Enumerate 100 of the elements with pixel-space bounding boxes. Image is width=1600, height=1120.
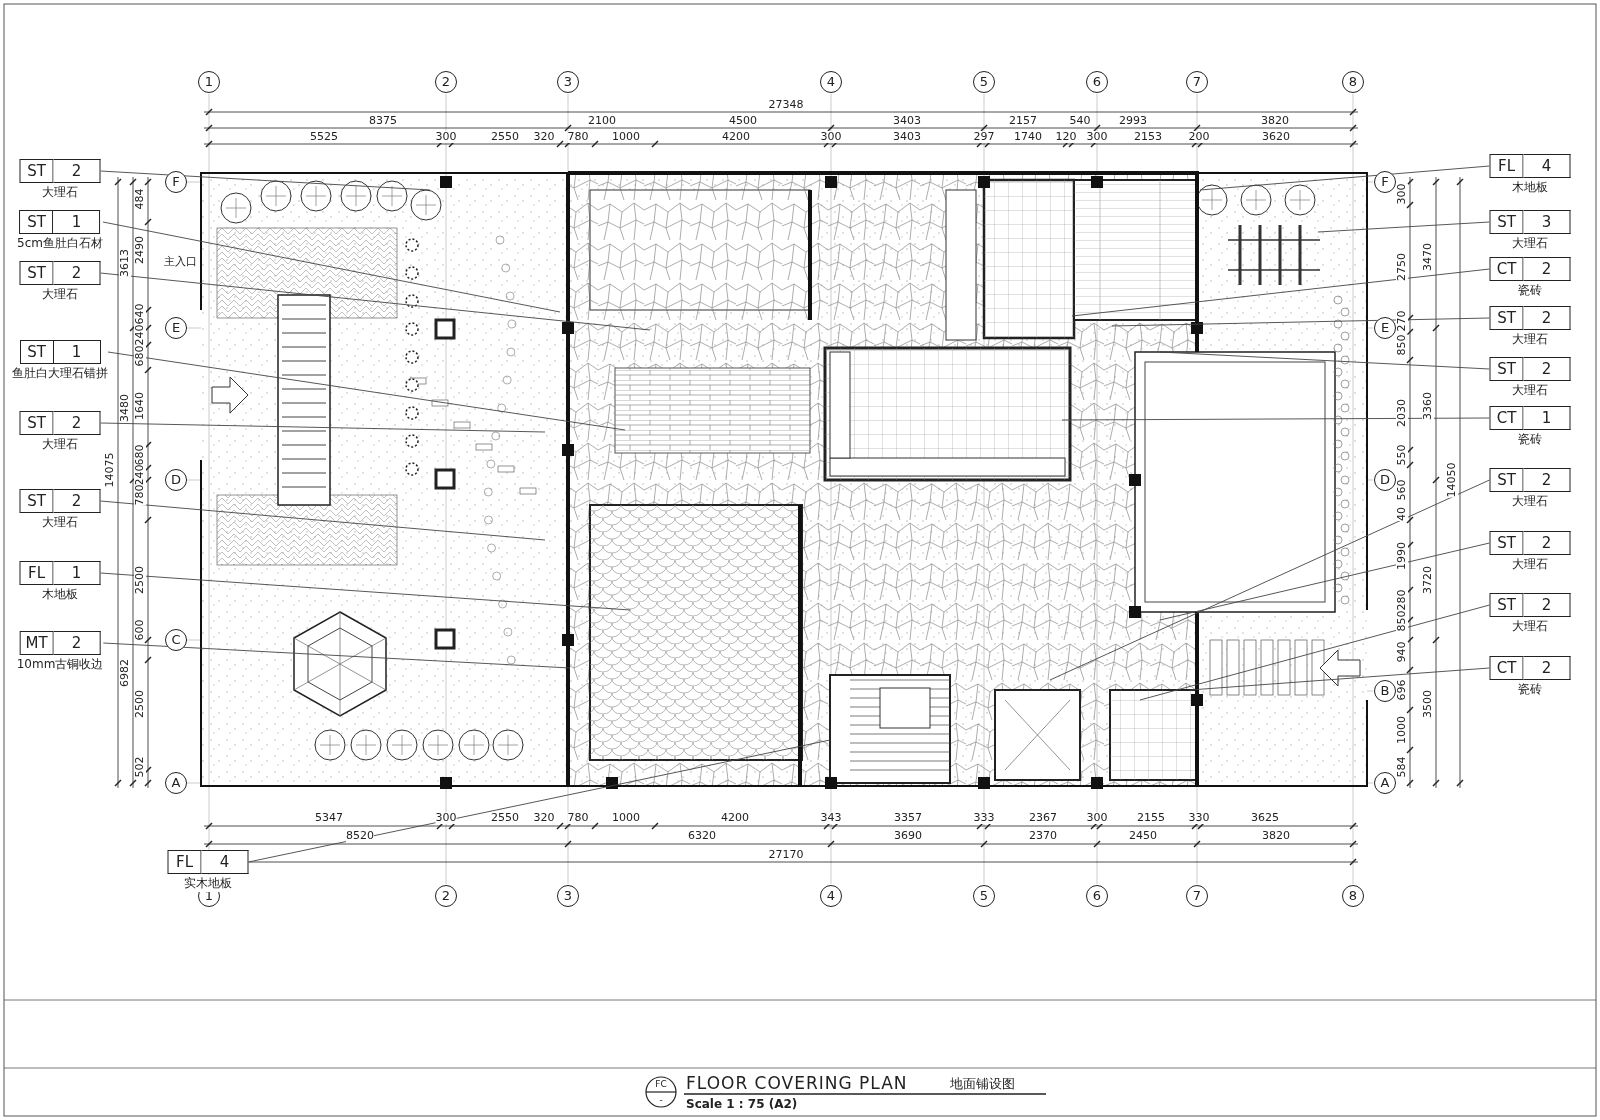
dimension-text: 2367 — [1029, 812, 1057, 824]
drawing-code: FC — [655, 1078, 667, 1090]
dimension-text: 14050 — [1446, 462, 1458, 498]
grid-bubble: A — [1374, 772, 1396, 794]
dimension-text: 680 — [134, 444, 146, 466]
dimension-text: 680 — [134, 345, 146, 367]
dimension-text: 333 — [973, 812, 995, 824]
material-name: 大理石 — [42, 436, 78, 453]
scale-note: Scale 1 : 75 (A2) — [686, 1097, 798, 1111]
dimension-text: 300 — [1396, 183, 1408, 205]
drawing-title-chinese: 地面铺设图 — [950, 1075, 1015, 1093]
grid-bubble: D — [1374, 469, 1396, 491]
dimension-text: 2153 — [1134, 131, 1162, 143]
dimension-text: 780 — [567, 812, 589, 824]
grid-bubble: 2 — [435, 71, 457, 93]
material-name: 瓷砖 — [1518, 681, 1542, 698]
dimension-text: 8375 — [369, 115, 397, 127]
dimension-text: 2030 — [1396, 399, 1408, 427]
dimension-text: 3625 — [1251, 812, 1279, 824]
grid-bubble: 7 — [1186, 885, 1208, 907]
material-code: FL — [167, 850, 202, 874]
dimension-text: 343 — [820, 812, 842, 824]
material-number: 2 — [1523, 306, 1571, 330]
grid-bubble: 4 — [820, 71, 842, 93]
material-code: CT — [1489, 406, 1524, 430]
material-number: 2 — [1523, 357, 1571, 381]
dimension-text: 2550 — [491, 812, 519, 824]
dimension-text: 3820 — [1262, 830, 1290, 842]
dimension-text: 300 — [1086, 812, 1108, 824]
leader-line — [1139, 604, 1490, 701]
dimension-text: 2490 — [134, 236, 146, 264]
material-name: 大理石 — [1512, 556, 1548, 573]
leader-line — [100, 422, 546, 433]
material-number: 2 — [1523, 468, 1571, 492]
dimension-text: 850 — [1396, 610, 1408, 632]
material-number: 2 — [53, 631, 101, 655]
dimension-text: 3720 — [1422, 566, 1434, 594]
material-name: 大理石 — [42, 286, 78, 303]
dimension-text: 14075 — [104, 452, 116, 488]
leader-line — [100, 572, 631, 611]
dimension-text: 40 — [1396, 507, 1408, 521]
grid-bubble: E — [165, 317, 187, 339]
dimension-text: 3500 — [1422, 690, 1434, 718]
dimension-text: 200 — [1188, 131, 1210, 143]
material-number: 2 — [53, 411, 101, 435]
leader-line — [102, 221, 561, 313]
material-number: 2 — [1523, 531, 1571, 555]
material-code: ST — [19, 159, 54, 183]
grid-bubble: 8 — [1342, 885, 1364, 907]
material-name: 大理石 — [42, 184, 78, 201]
leader-line — [100, 500, 546, 541]
material-number: 2 — [1523, 656, 1571, 680]
dimension-text: 240 — [134, 464, 146, 486]
dimension-text: 3620 — [1262, 131, 1290, 143]
material-number: 1 — [53, 340, 101, 364]
dimension-text: 6982 — [119, 659, 131, 687]
material-code: ST — [1489, 531, 1524, 555]
dimension-text: 4500 — [729, 115, 757, 127]
material-code: CT — [1489, 257, 1524, 281]
leader-line — [1049, 479, 1490, 681]
dimension-text: 940 — [1396, 641, 1408, 663]
grid-bubble: 7 — [1186, 71, 1208, 93]
leader-line — [100, 272, 651, 331]
material-number: 2 — [53, 261, 101, 285]
leader-line — [1061, 417, 1490, 421]
dimension-text: 600 — [134, 619, 146, 641]
dimension-text: 550 — [1396, 444, 1408, 466]
grid-bubble: 2 — [435, 885, 457, 907]
grid-bubble: C — [165, 629, 187, 651]
dimension-text: 2993 — [1119, 115, 1147, 127]
material-name: 大理石 — [42, 514, 78, 531]
grid-bubble: D — [165, 469, 187, 491]
grid-bubble: 5 — [973, 885, 995, 907]
material-number: 2 — [1523, 593, 1571, 617]
dimension-text: 3470 — [1422, 243, 1434, 271]
leader-line — [1111, 317, 1490, 327]
material-code: ST — [1489, 593, 1524, 617]
material-name: 瓷砖 — [1518, 282, 1542, 299]
material-code: ST — [19, 340, 54, 364]
leader-line — [1199, 165, 1490, 191]
material-code: ST — [19, 411, 54, 435]
dimension-text: 484 — [134, 188, 146, 210]
dimension-text: 2157 — [1009, 115, 1037, 127]
dimension-text: 4200 — [722, 131, 750, 143]
dimension-text: 2155 — [1137, 812, 1165, 824]
grid-bubble: 6 — [1086, 71, 1108, 93]
dimension-text: 300 — [1086, 131, 1108, 143]
dimension-text: 850 — [1396, 334, 1408, 356]
material-code: CT — [1489, 656, 1524, 680]
material-number: 1 — [53, 561, 101, 585]
grid-bubble: 3 — [557, 885, 579, 907]
grid-bubble: 5 — [973, 71, 995, 93]
leader-line — [107, 351, 626, 431]
dimension-text: 297 — [973, 131, 995, 143]
material-name: 大理石 — [1512, 493, 1548, 510]
dimension-text: 330 — [1188, 812, 1210, 824]
material-name: 大理石 — [1512, 331, 1548, 348]
leader-line — [1317, 221, 1490, 233]
dimension-text: 3357 — [894, 812, 922, 824]
grid-bubble: A — [165, 772, 187, 794]
